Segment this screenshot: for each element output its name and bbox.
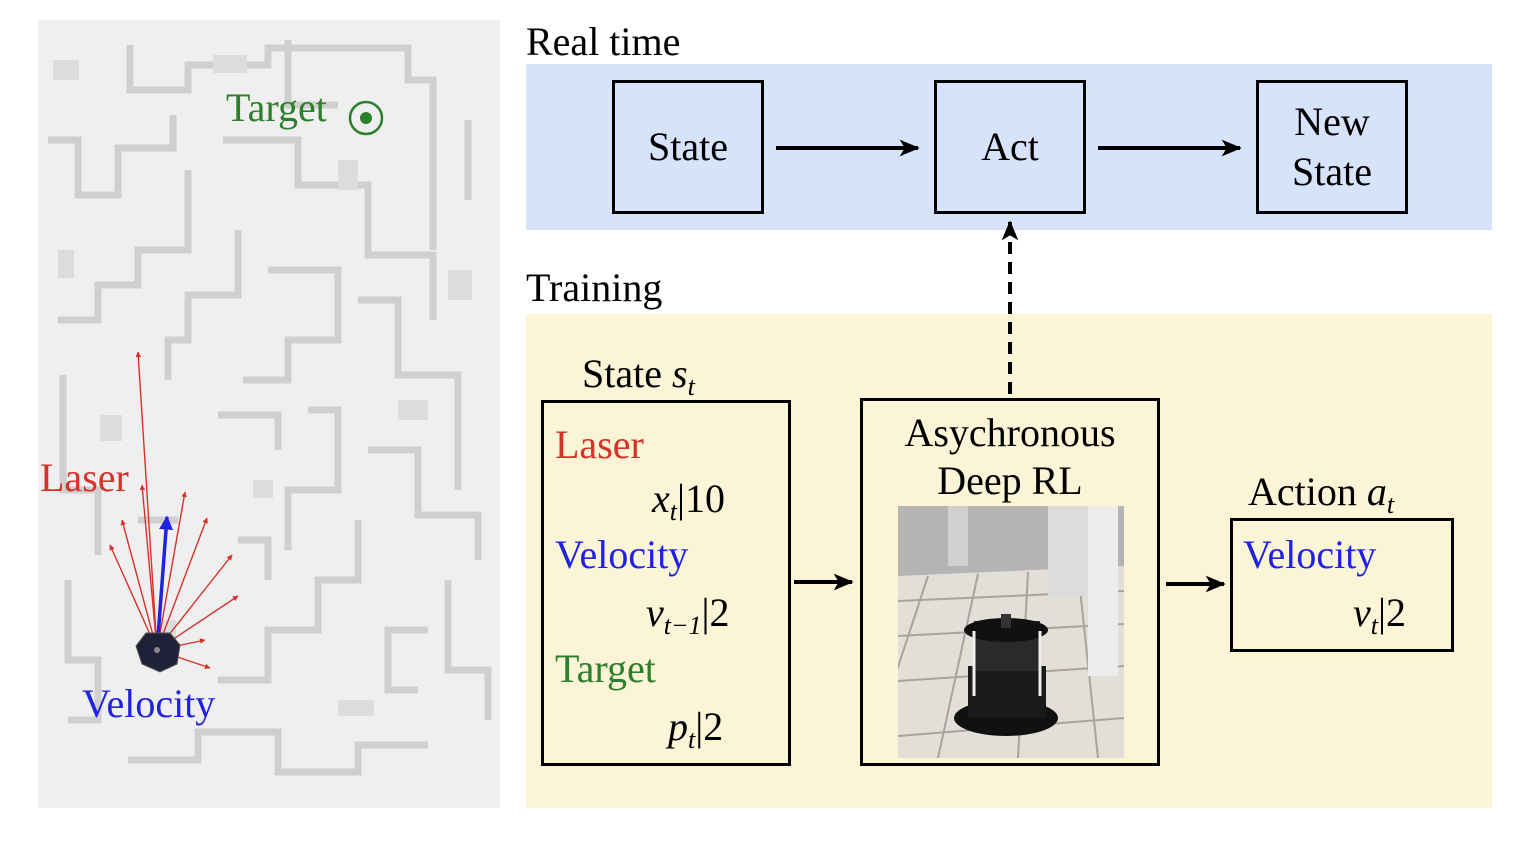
action-symbol: a <box>1366 469 1387 514</box>
training-heading: Training <box>526 265 663 310</box>
velocity-label: Velocity <box>555 532 689 577</box>
target-var: p <box>668 704 688 749</box>
laser-dim-text: |10 <box>677 476 726 521</box>
velocity-dim: vt−1|2 <box>646 589 730 641</box>
drl-line2: Deep RL <box>937 458 1083 503</box>
act-box-label: Act <box>981 124 1039 169</box>
laser-var-sub: t <box>669 497 677 526</box>
laser-rays <box>109 100 384 673</box>
velocity-var: v <box>646 590 664 635</box>
state-input-box: Laser xt|10 Velocity vt−1|2 Target pt|2 <box>541 400 791 766</box>
new-state-box: New State <box>1256 80 1408 214</box>
action-velocity-label: Velocity <box>1243 532 1377 577</box>
target-label: Target <box>555 646 656 691</box>
act-box: Act <box>934 80 1086 214</box>
real-time-heading: Real time <box>526 19 681 64</box>
action-at-title: Action at <box>1248 468 1394 520</box>
new-state-line2: State <box>1292 149 1372 194</box>
action-symbol-sub: t <box>1386 490 1395 519</box>
robot-sim-illustration <box>898 506 1124 758</box>
action-dim: vt|2 <box>1353 589 1406 641</box>
map-velocity-label: Velocity <box>82 681 216 726</box>
laser-label: Laser <box>555 422 644 467</box>
target-dim: pt|2 <box>668 703 723 755</box>
action-dim-text: |2 <box>1378 590 1407 635</box>
target-dim-text: |2 <box>695 704 724 749</box>
state-symbol-sub: t <box>687 372 695 401</box>
laser-var: x <box>652 476 670 521</box>
laser-dim: xt|10 <box>652 475 725 527</box>
velocity-dim-text: |2 <box>701 590 730 635</box>
state-box-label: State <box>648 124 728 169</box>
state-title-text: State <box>582 351 662 396</box>
action-box: Velocity vt|2 <box>1230 518 1454 652</box>
robot-icon <box>135 632 181 673</box>
action-title-text: Action <box>1248 469 1357 514</box>
state-symbol: s <box>671 351 688 396</box>
velocity-var-sub: t−1 <box>663 611 702 640</box>
map-walls <box>48 40 492 776</box>
target-var-sub: t <box>688 725 696 754</box>
occupancy-map <box>38 20 500 808</box>
state-st-title: State st <box>582 350 695 402</box>
state-box: State <box>612 80 764 214</box>
real-time-panel <box>526 64 1492 230</box>
drl-box: Asychronous Deep RL <box>860 398 1160 766</box>
velocity-arrow <box>155 515 174 651</box>
map-laser-label: Laser <box>40 455 129 500</box>
action-var-sub: t <box>1370 611 1378 640</box>
map-target-label: Target <box>226 85 327 130</box>
simulator-image <box>898 506 1124 758</box>
target-icon <box>348 100 384 136</box>
drl-line1: Asychronous <box>904 410 1116 455</box>
new-state-line1: New <box>1294 99 1370 144</box>
action-var: v <box>1353 590 1371 635</box>
